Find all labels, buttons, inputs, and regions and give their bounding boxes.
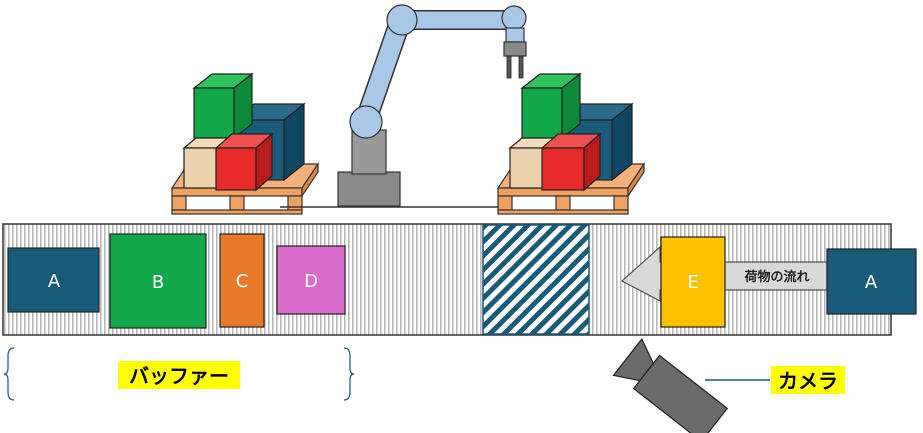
box-e: E xyxy=(660,236,726,328)
pick-zone xyxy=(482,224,590,335)
box-b: B xyxy=(109,233,207,329)
box-c-label: C xyxy=(236,271,249,292)
buffer-label: バッファー xyxy=(129,364,229,388)
robot-arm-icon xyxy=(337,4,527,207)
buffer-brace-icon xyxy=(3,347,355,401)
pallet-left-icon xyxy=(170,72,320,215)
buffer-label-highlight xyxy=(118,361,240,389)
camera-icon xyxy=(612,337,770,433)
camera-label-highlight xyxy=(771,366,845,394)
box-d: D xyxy=(276,245,346,315)
box-a-right-label: A xyxy=(865,272,878,293)
box-d-label: D xyxy=(304,271,318,292)
box-a-left-label: A xyxy=(48,271,61,292)
box-a-left: A xyxy=(7,247,100,313)
pallet-right-icon xyxy=(496,72,646,215)
box-e-label: E xyxy=(687,272,698,293)
camera-label: カメラ xyxy=(778,369,838,393)
box-b-label: B xyxy=(152,272,164,293)
box-c: C xyxy=(219,233,265,328)
flow-label: 荷物の流れ xyxy=(743,269,809,285)
box-a-right: A xyxy=(826,248,917,315)
